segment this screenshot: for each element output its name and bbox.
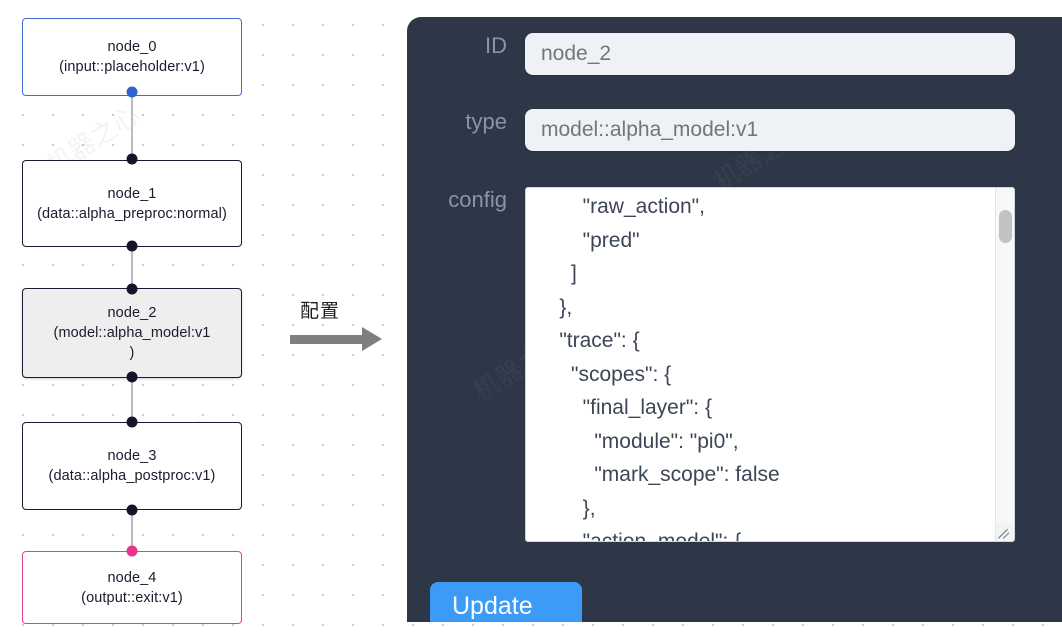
id-field-label: ID bbox=[485, 33, 507, 58]
arrow-head-icon bbox=[362, 327, 382, 351]
config-textarea[interactable]: "raw_action", "pred" ] }, "trace": { "sc… bbox=[559, 195, 780, 541]
graph-node-node_2[interactable]: node_2 (model::alpha_model:v1 ) bbox=[22, 288, 242, 378]
node-handle-node_3-source[interactable] bbox=[126, 504, 138, 516]
resize-grip-icon[interactable] bbox=[996, 523, 1013, 540]
graph-node-label: node_3 (data::alpha_postproc:v1) bbox=[48, 448, 216, 484]
arrow-shaft bbox=[290, 335, 364, 344]
node-handle-node_2-source[interactable] bbox=[126, 371, 138, 383]
field-row-config: config "raw_action", "pred" ] }, "trace"… bbox=[407, 187, 1062, 542]
graph-node-node_0[interactable]: node_0 (input::placeholder:v1) bbox=[22, 18, 242, 96]
edge-node1-node2 bbox=[131, 246, 133, 290]
edge-node2-node3 bbox=[131, 377, 133, 423]
graph-node-label: node_0 (input::placeholder:v1) bbox=[59, 39, 205, 75]
node-handle-node_3-target[interactable] bbox=[126, 416, 138, 428]
config-scrollbar-thumb[interactable] bbox=[999, 210, 1012, 243]
type-input[interactable] bbox=[525, 109, 1015, 151]
arrow-caption-label: 配置 bbox=[300, 300, 341, 322]
node-handle-node_2-target[interactable] bbox=[126, 283, 138, 295]
config-field-label: config bbox=[448, 187, 507, 212]
graph-node-node_3[interactable]: node_3 (data::alpha_postproc:v1) bbox=[22, 422, 242, 510]
edge-node3-node4 bbox=[131, 509, 133, 553]
edge-node0-node1 bbox=[131, 91, 133, 161]
config-scrollbar[interactable] bbox=[995, 188, 1014, 541]
field-row-id: ID bbox=[407, 33, 1062, 75]
update-button[interactable]: Update bbox=[430, 582, 582, 622]
node-inspector-panel: 机器之心 机器之心 ID type config "raw_action", "… bbox=[407, 17, 1062, 622]
graph-node-node_4[interactable]: node_4 (output::exit:v1) bbox=[22, 551, 242, 624]
id-input[interactable] bbox=[525, 33, 1015, 75]
config-textarea-wrapper: "raw_action", "pred" ] }, "trace": { "sc… bbox=[525, 187, 1015, 542]
node-handle-node_0-source[interactable] bbox=[126, 86, 138, 98]
node-handle-node_4-target[interactable] bbox=[126, 545, 138, 557]
graph-node-label: node_4 (output::exit:v1) bbox=[81, 569, 183, 606]
type-field-label: type bbox=[465, 109, 507, 134]
configure-arrow-annotation: 配置 bbox=[288, 296, 393, 364]
node-handle-node_1-source[interactable] bbox=[126, 240, 138, 252]
graph-node-label: node_1 (data::alpha_preproc:normal) bbox=[37, 185, 227, 222]
node-handle-node_1-target[interactable] bbox=[126, 153, 138, 165]
graph-node-node_1[interactable]: node_1 (data::alpha_preproc:normal) bbox=[22, 160, 242, 247]
graph-node-label: node_2 (model::alpha_model:v1 ) bbox=[53, 305, 211, 361]
field-row-type: type bbox=[407, 109, 1062, 151]
